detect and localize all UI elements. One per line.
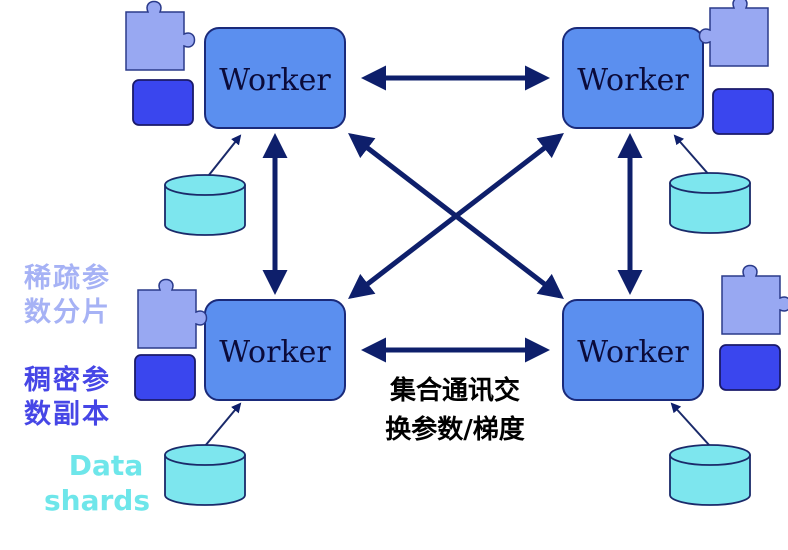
arrow-diagonal-up bbox=[348, 132, 564, 300]
data-arrow-br bbox=[670, 402, 711, 447]
legend-sparse-label: 稀疏参 数分片 bbox=[24, 262, 111, 330]
puzzle-piece-icon bbox=[698, 0, 769, 67]
center-caption-line2: 换参数/梯度 bbox=[385, 415, 525, 445]
puzzle-piece-icon bbox=[137, 278, 208, 349]
dense-param-block-bl bbox=[134, 354, 196, 401]
legend-sparse-line2: 数分片 bbox=[24, 296, 111, 328]
database-cylinder-icon bbox=[669, 444, 751, 506]
puzzle-piece-icon bbox=[125, 0, 196, 71]
database-cylinder-icon bbox=[164, 174, 246, 236]
data-arrow-tl bbox=[204, 134, 242, 181]
database-cylinder-icon bbox=[164, 444, 246, 506]
center-caption-line1: 集合通讯交 bbox=[389, 376, 520, 406]
worker-box-tl bbox=[204, 27, 346, 129]
worker-label-br: Worker bbox=[577, 335, 689, 370]
legend-data-label: Data shards bbox=[44, 448, 150, 518]
legend-dense-line2: 数副本 bbox=[24, 398, 111, 430]
worker-label-bl: Worker bbox=[219, 335, 331, 370]
worker-box-bl bbox=[204, 299, 346, 401]
legend-data-line2: shards bbox=[44, 484, 151, 517]
worker-box-br bbox=[562, 299, 704, 401]
data-arrow-tr bbox=[673, 134, 711, 177]
worker-box-tr bbox=[562, 27, 704, 129]
database-cylinder-icon bbox=[669, 172, 751, 234]
dense-param-block-tl bbox=[132, 79, 194, 126]
legend-data-line1: Data bbox=[68, 449, 144, 482]
center-caption: 集合通讯交 换参数/梯度 bbox=[350, 372, 560, 450]
dense-param-block-br bbox=[719, 344, 781, 391]
dense-param-block-tr bbox=[712, 88, 774, 135]
legend-sparse-line1: 稀疏参 bbox=[24, 263, 111, 294]
legend-dense-label: 稠密参 数副本 bbox=[24, 364, 111, 432]
worker-label-tr: Worker bbox=[577, 63, 689, 98]
puzzle-piece-icon bbox=[721, 264, 788, 335]
legend-dense-line1: 稠密参 bbox=[24, 365, 111, 396]
data-arrow-bl bbox=[204, 402, 242, 447]
worker-label-tl: Worker bbox=[219, 63, 331, 98]
